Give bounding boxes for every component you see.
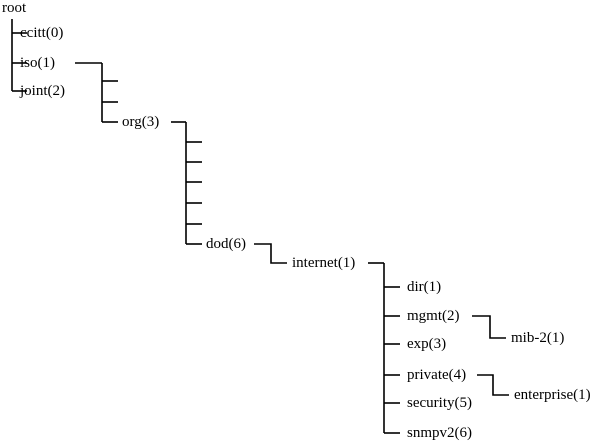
connector-mgmt-mib2 [472, 315, 506, 339]
node-mib2: mib-2(1) [511, 330, 565, 346]
node-snmpv2: snmpv2(6) [407, 425, 472, 441]
node-private: private(4) [407, 367, 467, 383]
node-joint: joint(2) [20, 83, 65, 99]
node-dir: dir(1) [407, 279, 442, 295]
node-mgmt: mgmt(2) [407, 308, 460, 324]
node-internet: internet(1) [292, 255, 356, 271]
node-iso: iso(1) [20, 55, 55, 71]
node-enterprise: enterprise(1) [514, 387, 591, 403]
connector-private-enterprise [477, 374, 509, 396]
node-dod: dod(6) [206, 236, 246, 252]
node-ccitt: ccitt(0) [20, 25, 64, 41]
node-security: security(5) [407, 395, 472, 411]
node-root: root [2, 0, 27, 16]
node-org: org(3) [122, 114, 160, 130]
node-exp: exp(3) [407, 336, 447, 352]
connector-dod-out [254, 243, 287, 264]
